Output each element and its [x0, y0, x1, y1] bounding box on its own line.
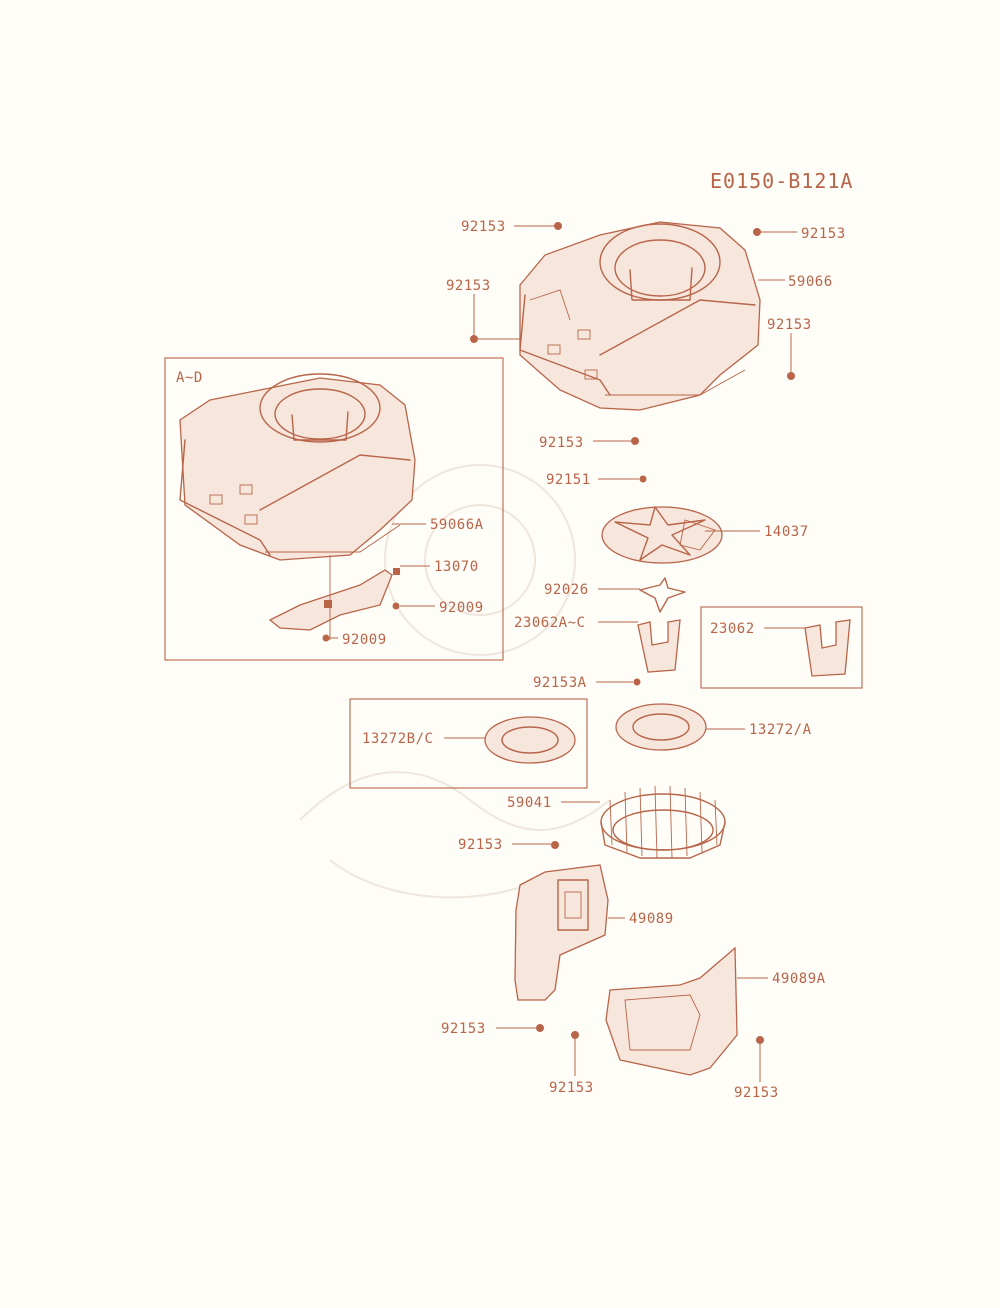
box-13272bc: [349, 698, 588, 789]
leader-lines: [330, 225, 805, 1082]
label-92153-left: 92153: [446, 278, 491, 294]
box-a-d: [164, 357, 504, 661]
label-92026: 92026: [544, 582, 589, 598]
label-92153-lower-left: 92153: [441, 1021, 486, 1037]
label-49089: 49089: [629, 911, 674, 927]
label-92151: 92151: [546, 472, 591, 488]
label-92153-lower-mid: 92153: [549, 1080, 594, 1096]
watermark: [299, 464, 611, 899]
label-49089a: 49089A: [772, 971, 826, 987]
blower-housing-59066a: [179, 373, 416, 561]
diagram-code: E0150-B121A: [710, 169, 853, 193]
bracket-23062ac: [637, 619, 681, 673]
label-92153-bottom: 92153: [539, 435, 584, 451]
label-13272b-c: 13272B/C: [362, 731, 433, 747]
label-13272-a: 13272/A: [749, 722, 812, 738]
label-92153-right: 92153: [767, 317, 812, 333]
label-92009-b: 92009: [342, 632, 387, 648]
label-92153a: 92153A: [533, 675, 587, 691]
bracket-23062: [804, 619, 851, 677]
screen-14037: [601, 506, 723, 564]
blower-housing-59066: [519, 221, 761, 411]
label-13070: 13070: [434, 559, 479, 575]
cup-13272a: [615, 703, 707, 751]
fan-59041: [600, 785, 726, 859]
box-23062: [700, 606, 863, 689]
label-59066: 59066: [788, 274, 833, 290]
label-23062a-c: 23062A~C: [514, 615, 585, 631]
label-92153-shroud: 92153: [458, 837, 503, 853]
label-92153-top-right: 92153: [801, 226, 846, 242]
label-14037: 14037: [764, 524, 809, 540]
label-92009-a: 92009: [439, 600, 484, 616]
label-23062: 23062: [710, 621, 755, 637]
label-59066a: 59066A: [430, 517, 484, 533]
box-a-d-label: A~D: [176, 370, 203, 386]
fan-plate-92026: [639, 577, 686, 613]
cup-13272bc: [484, 716, 576, 764]
fasteners: [322, 222, 795, 1044]
shroud-49089: [514, 864, 609, 1001]
baffle-13070: [268, 555, 400, 640]
shroud-49089a: [605, 946, 738, 1076]
label-92153-lower-right: 92153: [734, 1085, 779, 1101]
label-92153-top-left: 92153: [461, 219, 506, 235]
label-59041: 59041: [507, 795, 552, 811]
